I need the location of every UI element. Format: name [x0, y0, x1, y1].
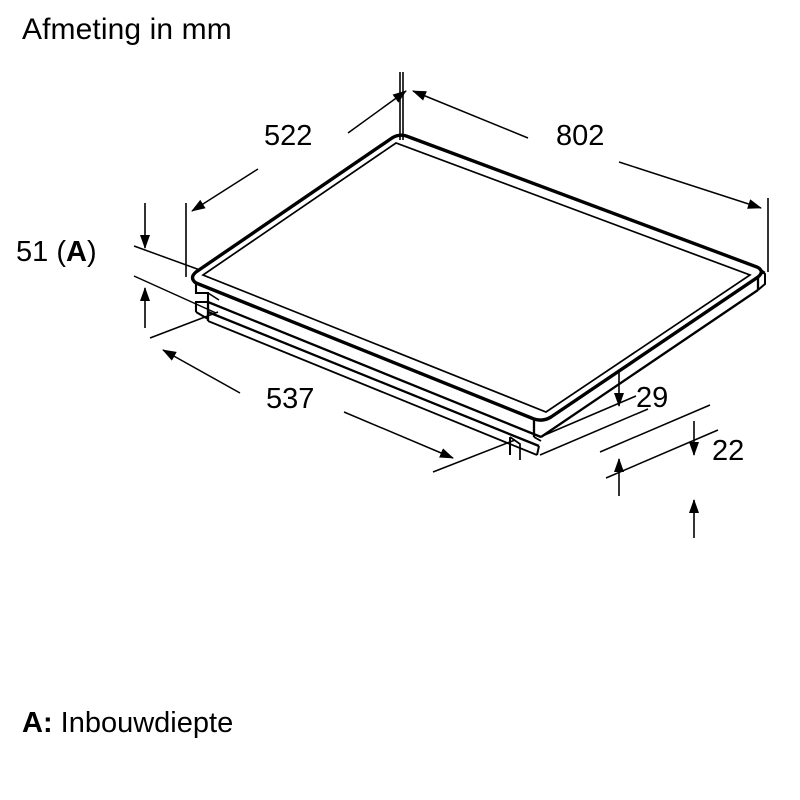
- footnote-text: Inbouwdiepte: [52, 707, 234, 739]
- dimension-label-51-note-ref: A: [65, 236, 87, 268]
- dimension-802: [402, 72, 769, 272]
- dimension-51-a: [133, 203, 217, 328]
- cooktop-rim-left-face: [195, 282, 542, 439]
- footnote: A: Inbouwdiepte: [22, 707, 233, 740]
- dimension-label-537: 537: [266, 383, 315, 415]
- dimension-522: [185, 72, 407, 277]
- dimension-label-51-paren: ): [86, 236, 97, 268]
- dimension-label-522: 522: [264, 120, 313, 152]
- cooktop-right-step-profile: [756, 266, 766, 278]
- cooktop-housing-lower-band: [206, 302, 540, 456]
- dimension-label-51-number: 51 (: [16, 236, 66, 268]
- dimension-29: [539, 372, 649, 496]
- dimension-label-29: 29: [636, 382, 669, 414]
- dimension-537: [149, 311, 516, 473]
- dimension-label-22: 22: [712, 435, 745, 467]
- cooktop-front-corner-detail: [509, 436, 542, 460]
- dimension-label-802: 802: [556, 120, 605, 152]
- dimension-label-51-a: 51 (A): [16, 238, 97, 267]
- cooktop-rim-right-face: [540, 270, 766, 438]
- cooktop-top-bevel: [201, 142, 752, 413]
- cooktop-top-surface: [190, 133, 763, 422]
- footnote-key: A:: [22, 707, 53, 739]
- page-title: Afmeting in mm: [22, 13, 232, 46]
- dimension-22: [599, 404, 719, 538]
